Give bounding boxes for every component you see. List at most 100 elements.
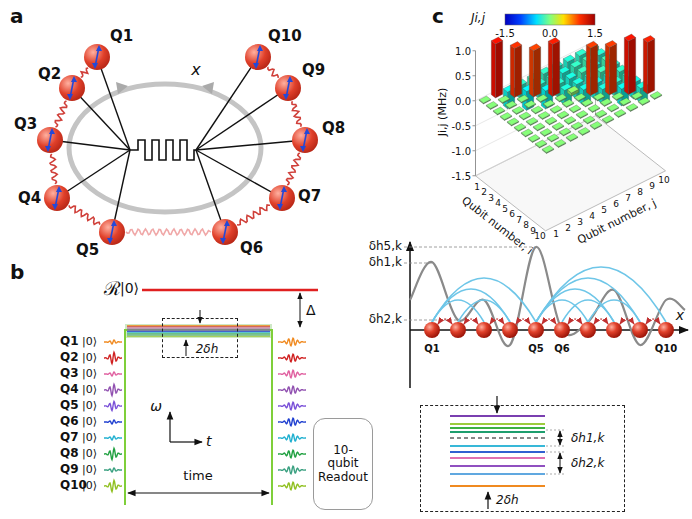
diagram-label: 0.0: [455, 95, 471, 106]
bar-top: [575, 49, 586, 56]
bar-top: [574, 94, 585, 101]
diagram-label: |0⟩: [82, 448, 97, 460]
bar-top: [547, 134, 558, 141]
bar-top: [505, 101, 516, 108]
hopping-arrow: [490, 319, 504, 324]
bar-top: [540, 129, 551, 136]
leader-line: [546, 446, 566, 447]
spin-symbol: [44, 185, 70, 211]
qubit-sphere: [606, 322, 622, 338]
bar-top: [578, 128, 589, 135]
diagram-label: Q2: [60, 351, 79, 364]
bar-top: [510, 42, 521, 49]
bar-top: [612, 93, 623, 100]
bar-face: [553, 41, 560, 97]
qubit-level: [127, 325, 270, 326]
qubit-sphere: Q5: [99, 219, 125, 245]
bar-face: [648, 39, 655, 94]
spin-head: [304, 128, 310, 134]
grid-line: [476, 91, 596, 151]
bar-face: [529, 47, 533, 97]
bar-top: [631, 92, 642, 99]
diagram-label: |0⟩: [82, 336, 97, 348]
bar-top: [593, 93, 604, 100]
diagram-label: ω: [150, 399, 162, 414]
spin-head: [281, 186, 287, 192]
energy-level: [450, 437, 545, 439]
spin-head: [300, 146, 306, 152]
diagram-label: Q9: [60, 463, 79, 476]
diagram-label: 4: [589, 212, 595, 222]
qubit-level: [127, 326, 270, 327]
bar-top: [581, 99, 592, 106]
bar-top: [528, 135, 539, 142]
spin-symbol: [59, 75, 85, 101]
diagram-label: 3: [577, 218, 583, 228]
diagram-label: c: [432, 5, 444, 27]
bar-face: [591, 45, 598, 96]
qubit-frame: [125, 330, 272, 505]
diagram-label: -1.5: [451, 170, 471, 181]
colorbar: [505, 14, 595, 25]
drive-pulse: [104, 420, 122, 424]
coupling-wave: [292, 101, 301, 126]
leader-line: [546, 430, 566, 431]
bar-top: [602, 116, 613, 123]
diagram-label: |0⟩: [82, 480, 97, 492]
bar-top: [555, 94, 566, 101]
zoom-box: 2δh: [162, 318, 238, 358]
spin-head: [92, 63, 98, 69]
time-arrow: [128, 492, 269, 493]
omega-axis: [169, 412, 170, 442]
leader-line: [404, 320, 458, 321]
coupling-wave: [50, 154, 57, 184]
diagram-label: |0⟩: [82, 384, 97, 396]
coupling-line: [196, 57, 258, 150]
z-axis: [475, 51, 476, 176]
drive-pulse: [104, 480, 122, 491]
diagram-label: |0⟩: [82, 352, 97, 364]
diagram-label: 10: [534, 232, 545, 242]
spin-head: [277, 204, 283, 210]
long-range-coupling: [536, 267, 666, 322]
hopping-arrow: [516, 319, 530, 324]
qubit-sphere: [476, 322, 492, 338]
node-text: δh2,k: [571, 457, 604, 470]
ring-arrow: [202, 82, 214, 94]
bar-top: [583, 116, 594, 123]
drive-pulse: [104, 372, 122, 376]
spin-symbol: [84, 44, 110, 70]
spin-head: [107, 238, 113, 244]
diagram-label: Ji,j (MHz): [437, 88, 449, 136]
qubit-sphere: Q10: [245, 44, 271, 70]
diagram-label: 5: [601, 206, 607, 216]
diagram-label: b: [10, 261, 24, 283]
energy-level: [450, 457, 545, 459]
spin-symbol: [37, 127, 63, 153]
bar-face: [605, 44, 609, 95]
drive-pulse: [278, 466, 306, 474]
drive-pulse: [104, 352, 122, 363]
qubit-level: [127, 336, 270, 337]
spin-head: [67, 94, 73, 100]
node-text: 2δh: [196, 343, 219, 356]
coupling-wave: [81, 68, 88, 77]
energy-level: [450, 415, 545, 417]
bar-top: [559, 128, 570, 135]
qubit-sphere: [554, 322, 570, 338]
bar-top: [557, 111, 568, 118]
spin-head: [96, 45, 102, 51]
node-text: δh1,k: [571, 432, 604, 445]
energy-level: [450, 473, 545, 475]
diagram-label: δh5,k: [369, 240, 402, 253]
diagram-label: Q5: [528, 343, 543, 354]
hopping-arrow: [568, 319, 582, 324]
diagram-label: Q5: [60, 399, 79, 412]
bar-face: [496, 40, 503, 98]
bar-top: [619, 98, 630, 105]
energy-level: [450, 485, 545, 487]
qubit-sphere: Q6: [212, 219, 238, 245]
coupling-wave: [69, 205, 100, 224]
qubit-sphere: Q7: [269, 185, 295, 211]
bar-top: [586, 41, 597, 48]
